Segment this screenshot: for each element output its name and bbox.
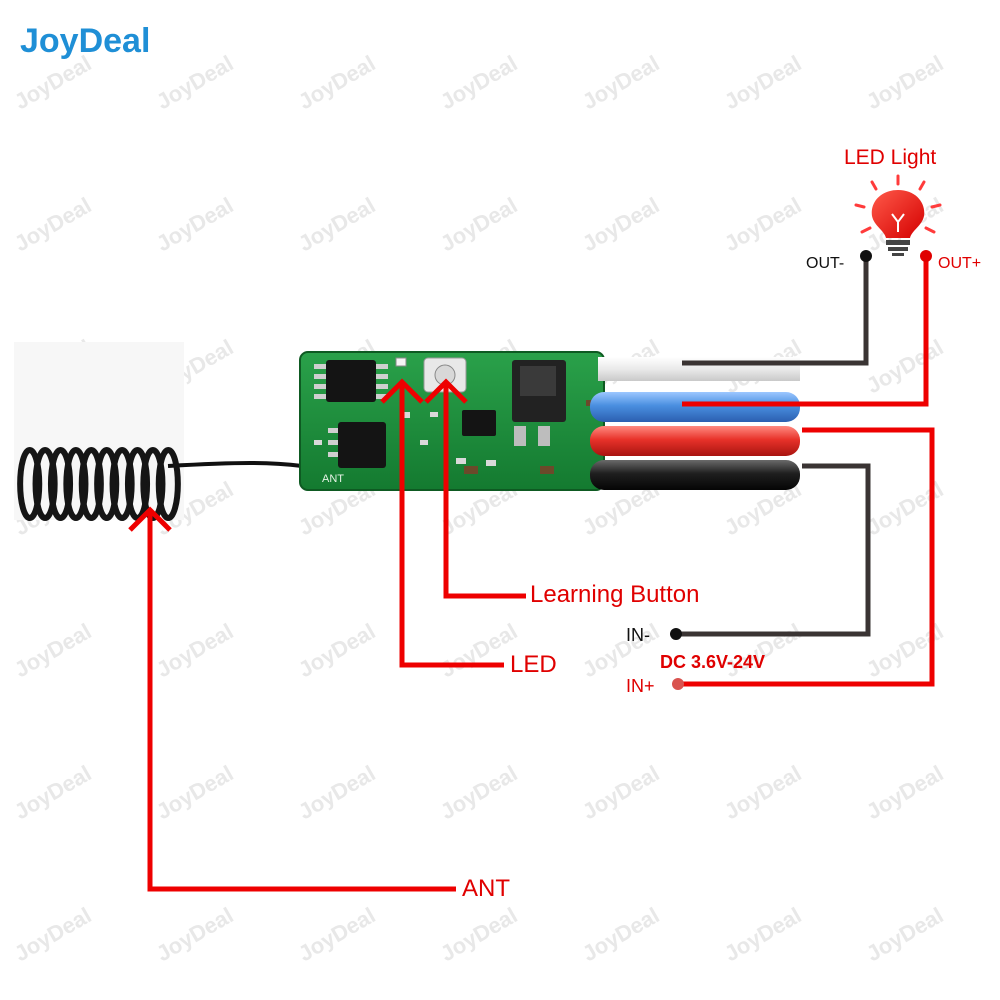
dc-range-label: DC 3.6V-24V bbox=[660, 652, 765, 672]
watermark-text: JoyDeal bbox=[578, 192, 664, 256]
in-minus-wire bbox=[676, 463, 871, 637]
learning-button-arrowhead bbox=[424, 378, 468, 404]
watermark-text: JoyDeal bbox=[10, 902, 96, 966]
coil-loop bbox=[140, 447, 166, 521]
out-plus-wire bbox=[682, 256, 929, 407]
watermark-text: JoyDeal bbox=[10, 192, 96, 256]
coil-loop bbox=[78, 447, 104, 521]
wire-black bbox=[590, 460, 800, 490]
watermark-text: JoyDeal bbox=[294, 760, 380, 824]
watermark-text: JoyDeal bbox=[294, 902, 380, 966]
ant-callout bbox=[147, 512, 456, 892]
led-part bbox=[395, 357, 407, 367]
watermark-text: JoyDeal bbox=[720, 50, 806, 114]
coil-loop bbox=[47, 447, 74, 521]
pcb-ant-label: ANT bbox=[322, 473, 344, 485]
coil-loop bbox=[94, 447, 120, 521]
ant-label: ANT bbox=[462, 875, 510, 902]
wire-red bbox=[590, 426, 800, 456]
in-minus-label: IN- bbox=[626, 625, 650, 645]
watermark-text: JoyDeal bbox=[436, 192, 522, 256]
output-wiring bbox=[682, 250, 932, 407]
watermark-text: JoyDeal bbox=[436, 902, 522, 966]
watermark-text: JoyDeal bbox=[152, 760, 238, 824]
out-minus-label: OUT- bbox=[806, 255, 844, 272]
watermark-text: JoyDeal bbox=[436, 50, 522, 114]
watermark-text: JoyDeal bbox=[862, 760, 948, 824]
coil-antenna bbox=[14, 342, 303, 521]
watermark-text: JoyDeal bbox=[152, 50, 238, 114]
watermark-text: JoyDeal bbox=[294, 50, 380, 114]
coil-loop bbox=[63, 447, 89, 521]
out-plus-terminal bbox=[920, 250, 932, 262]
watermark-text: JoyDeal bbox=[152, 902, 238, 966]
coil-loop bbox=[124, 447, 151, 521]
led-label: LED bbox=[510, 651, 557, 678]
out-plus-label: OUT+ bbox=[938, 255, 981, 272]
watermark-text: JoyDeal bbox=[862, 476, 948, 540]
watermark-text: JoyDeal bbox=[294, 618, 380, 682]
led-light-label: LED Light bbox=[844, 146, 936, 169]
wire-blue bbox=[590, 392, 800, 422]
in-plus-wire bbox=[678, 427, 935, 687]
watermark-text: JoyDeal bbox=[862, 50, 948, 114]
watermark-text: JoyDeal bbox=[436, 760, 522, 824]
coil-loop bbox=[17, 447, 43, 521]
watermark-text: JoyDeal bbox=[720, 760, 806, 824]
in-plus-terminal bbox=[672, 678, 684, 690]
input-wiring bbox=[670, 427, 935, 690]
led-callout bbox=[399, 384, 504, 668]
light-bulb-icon bbox=[854, 174, 942, 256]
watermark-text: JoyDeal bbox=[10, 618, 96, 682]
watermark-text: JoyDeal bbox=[578, 50, 664, 114]
watermark-text: JoyDeal bbox=[436, 618, 522, 682]
callout-arrows bbox=[128, 378, 526, 892]
watermark-text: JoyDeal bbox=[720, 618, 806, 682]
learning-button-callout bbox=[443, 384, 526, 599]
ic-chip bbox=[338, 422, 386, 468]
watermark-text: JoyDeal bbox=[720, 902, 806, 966]
watermark-text: JoyDeal bbox=[862, 618, 948, 682]
transistor-part bbox=[462, 410, 496, 436]
watermark-text: JoyDeal bbox=[10, 50, 96, 114]
learning-button-label: Learning Button bbox=[530, 581, 699, 608]
brand-logo: JoyDeal bbox=[20, 22, 150, 60]
ic-chip bbox=[326, 360, 376, 402]
watermark-text: JoyDeal bbox=[152, 192, 238, 256]
out-minus-terminal bbox=[860, 250, 872, 262]
ant-arrowhead bbox=[128, 506, 172, 532]
watermark-text: JoyDeal bbox=[578, 902, 664, 966]
coil-loop bbox=[155, 447, 181, 521]
in-minus-terminal bbox=[670, 628, 682, 640]
watermark-text: JoyDeal bbox=[10, 760, 96, 824]
watermark-text: JoyDeal bbox=[862, 902, 948, 966]
receiver-module: ANT bbox=[299, 351, 605, 491]
out-minus-wire bbox=[682, 256, 869, 366]
watermark-text: JoyDeal bbox=[720, 192, 806, 256]
watermark-text: JoyDeal bbox=[294, 192, 380, 256]
led-arrowhead bbox=[380, 378, 424, 404]
in-plus-label: IN+ bbox=[626, 676, 655, 696]
coil-loop bbox=[109, 447, 135, 521]
wire-bundle bbox=[590, 357, 800, 490]
coil-loop bbox=[32, 447, 58, 521]
watermark-text: JoyDeal bbox=[578, 760, 664, 824]
watermark-text: JoyDeal bbox=[578, 618, 664, 682]
watermark-text: JoyDeal bbox=[152, 618, 238, 682]
watermark-text: JoyDeal bbox=[862, 334, 948, 398]
coil-antenna-spring bbox=[17, 447, 181, 521]
